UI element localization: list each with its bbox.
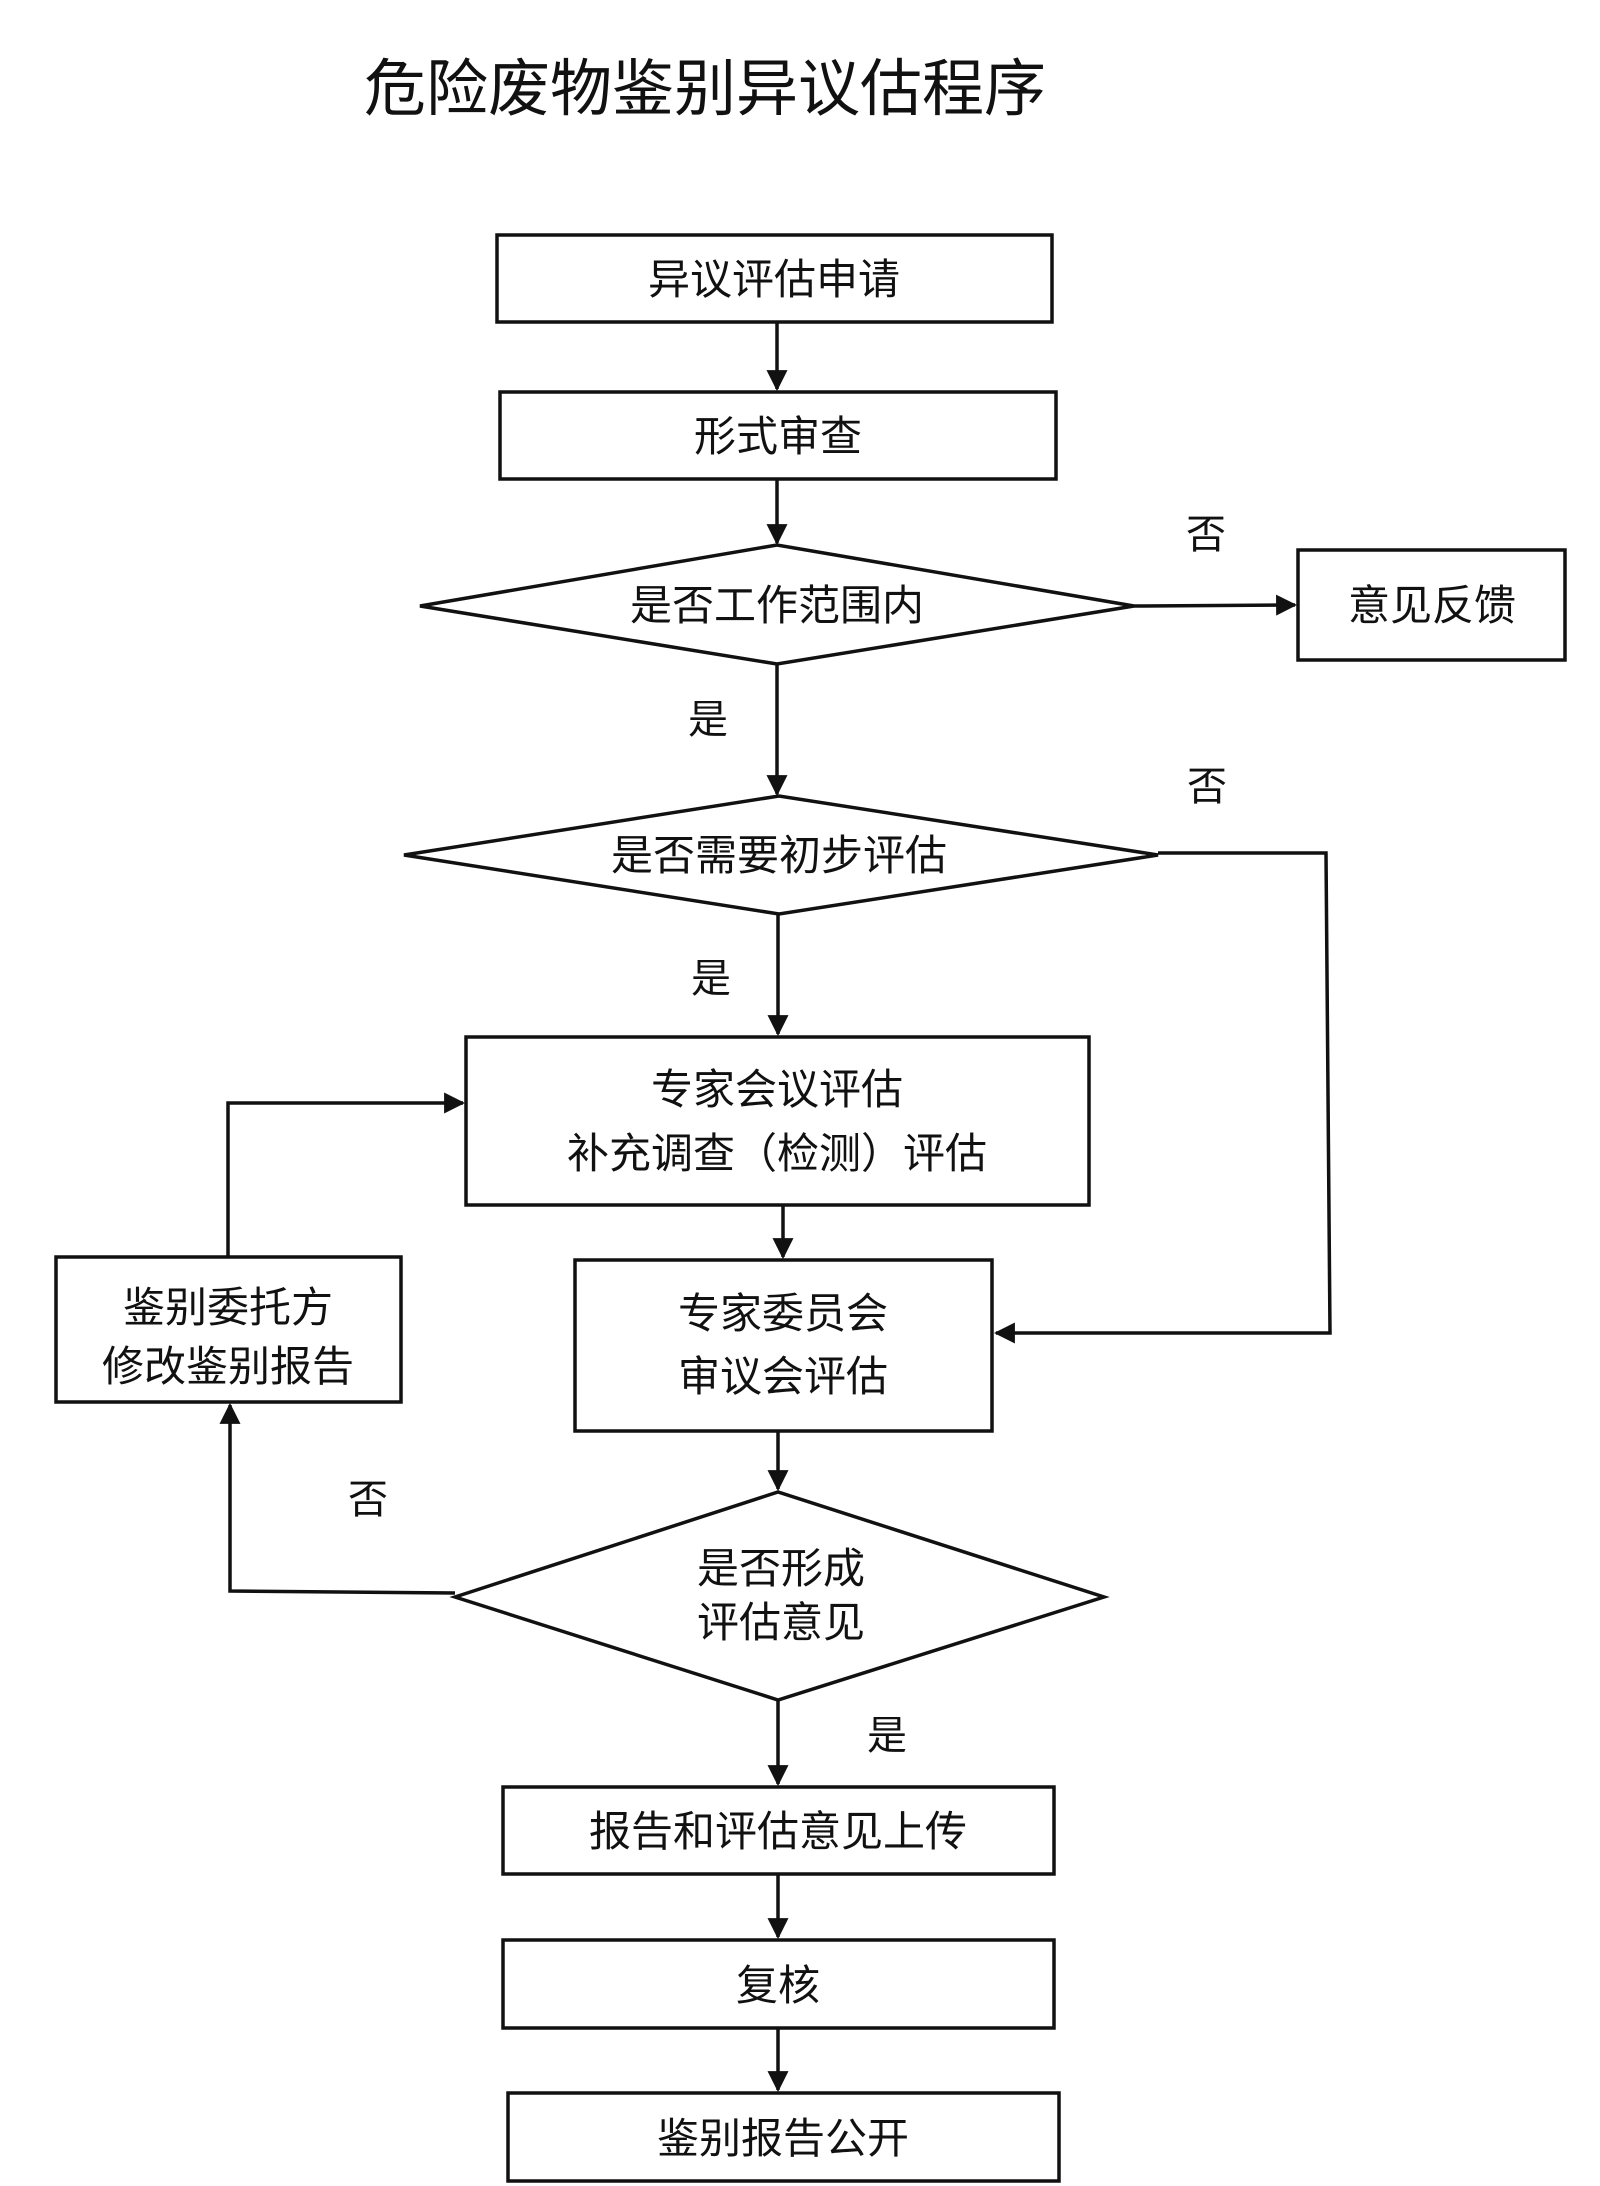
node-apply-box (495, 233, 1054, 324)
node-expert-meeting-box (464, 1035, 1091, 1207)
edge-label-opinion-no: 否 (348, 1477, 388, 1523)
edge-opinion-no (219, 1402, 456, 1595)
node-need-prelim-diamond (403, 794, 1159, 916)
node-formal-review-box (498, 390, 1058, 481)
edge-label-opinion-yes: 是 (867, 1713, 907, 1759)
node-need-prelim-label: 是否需要初步评估 (611, 831, 947, 880)
edge-label-prelim-yes: 是 (691, 956, 731, 1002)
node-apply-label: 异议评估申请 (648, 255, 900, 304)
node-opinion-formed-diamond (449, 1490, 1110, 1702)
node-committee-line1: 专家委员会 (678, 1289, 888, 1338)
node-upload-box (501, 1785, 1056, 1876)
node-expert-meeting-line2: 补充调查（检测）评估 (567, 1129, 987, 1178)
node-publish-label: 鉴别报告公开 (657, 2114, 909, 2163)
edge-scope-no (1133, 594, 1298, 616)
node-recheck-label: 复核 (736, 1961, 820, 2010)
node-expert-meeting-line1: 专家会议评估 (651, 1065, 903, 1114)
node-opinion-formed-line2: 评估意见 (697, 1598, 865, 1647)
node-in-scope-label: 是否工作范围内 (630, 581, 924, 630)
node-recheck-box (501, 1938, 1056, 2030)
node-client-revise-box (54, 1255, 403, 1404)
edge-label-scope-yes: 是 (688, 697, 728, 743)
edge-label-scope-no: 否 (1186, 512, 1226, 558)
node-publish-box (506, 2091, 1061, 2183)
node-client-revise-line1: 鉴别委托方 (123, 1283, 333, 1332)
node-committee-box (573, 1258, 994, 1433)
node-opinion-formed-line1: 是否形成 (697, 1544, 865, 1593)
node-formal-review-label: 形式审查 (694, 412, 862, 461)
node-client-revise-line2: 修改鉴别报告 (102, 1342, 354, 1391)
edge-label-prelim-no: 否 (1187, 764, 1227, 810)
edge-prelim-no (993, 851, 1332, 1344)
node-committee-line2: 审议会评估 (678, 1352, 888, 1401)
node-upload-label: 报告和评估意见上传 (589, 1807, 967, 1856)
node-feedback-box (1296, 548, 1567, 662)
page-title: 危险废物鉴别异议估程序 (364, 52, 1046, 125)
edge-revise-to-meeting (226, 1092, 466, 1257)
node-feedback-label: 意见反馈 (1348, 581, 1516, 630)
